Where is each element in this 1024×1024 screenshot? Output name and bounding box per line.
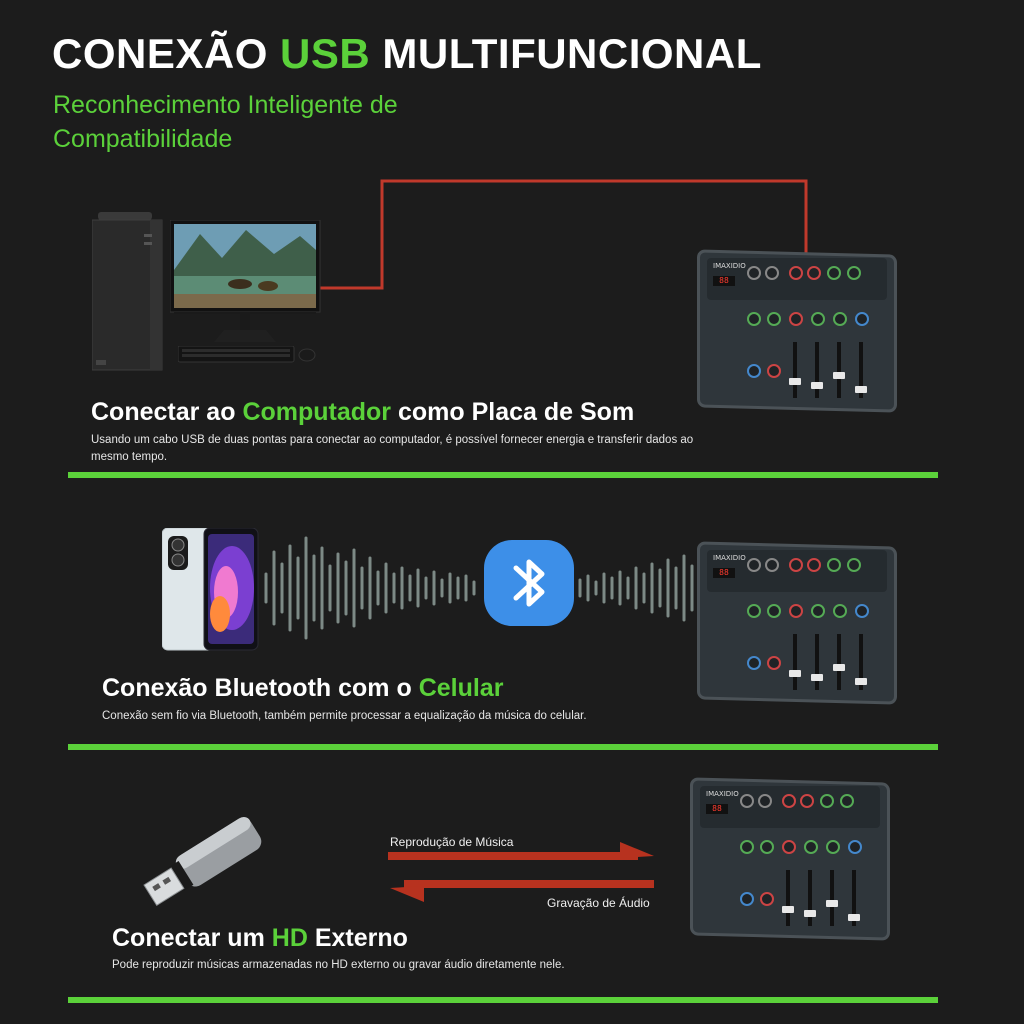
audio-mixer-icon: IMAXIDIO 88 (690, 777, 890, 941)
computer-tower-icon (91, 212, 164, 372)
audio-mixer-icon: IMAXIDIO 88 (697, 249, 897, 413)
usb-drive-icon (138, 814, 270, 914)
playback-arrow (388, 842, 654, 860)
section-divider (68, 744, 938, 750)
monitor-icon (169, 219, 322, 344)
section-divider (68, 997, 938, 1003)
section-hd-title: Conectar um HD Externo (112, 924, 408, 952)
keyboard-icon (177, 345, 296, 364)
arrow-bottom-label: Gravação de Áudio (547, 896, 650, 910)
recording-arrow (390, 880, 654, 902)
bluetooth-icon (484, 540, 574, 626)
section-bluetooth-description: Conexão sem fio via Bluetooth, também pe… (102, 710, 587, 722)
section-computer-title: Conectar ao Computador como Placa de Som (91, 398, 635, 426)
audio-mixer-icon: IMAXIDIO 88 (697, 541, 897, 705)
section-bluetooth-title: Conexão Bluetooth com o Celular (102, 674, 504, 702)
section-computer-description: Usando um cabo USB de duas pontas para c… (91, 434, 694, 463)
page-subtitle: Reconhecimento Inteligente de Compatibil… (53, 91, 398, 153)
section-hd-description: Pode reproduzir músicas armazenadas no H… (112, 959, 565, 971)
smartphone-icon (161, 527, 260, 652)
arrow-top-label: Reprodução de Música (390, 835, 514, 849)
section-divider (68, 472, 938, 478)
page-title: CONEXÃO USB MULTIFUNCIONAL (52, 30, 762, 77)
mouse-icon (297, 347, 317, 363)
usb-cable-line (320, 179, 808, 290)
